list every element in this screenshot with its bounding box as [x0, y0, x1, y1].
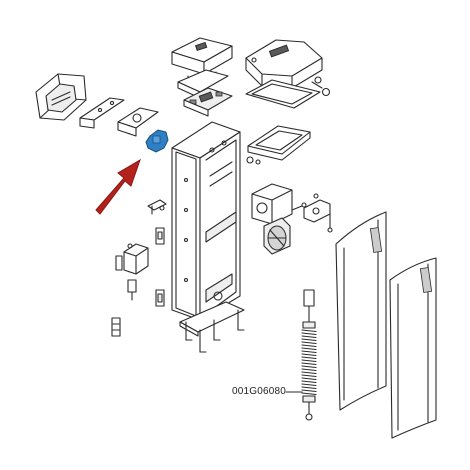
spring-coil	[301, 353, 317, 357]
control-board-box	[171, 37, 233, 117]
top-cover	[245, 39, 331, 109]
foundation-plate	[179, 301, 245, 353]
gasket-frame	[246, 125, 311, 165]
spring-coil	[301, 356, 317, 360]
capacitor	[127, 279, 137, 301]
spring-coil	[301, 350, 317, 354]
spring-coil	[301, 386, 317, 390]
fuse-holder	[155, 227, 165, 245]
spring-coil	[301, 347, 317, 351]
spring-coil	[301, 371, 317, 375]
spring-coil	[301, 383, 317, 387]
spring-coil	[301, 344, 317, 348]
spring-coil	[301, 329, 317, 333]
terminal-block-a	[155, 289, 165, 307]
pointer-arrow	[95, 158, 141, 215]
terminal-block-b	[111, 317, 121, 337]
spring-coil	[301, 380, 317, 384]
spring-coil	[301, 335, 317, 339]
spring-coil	[301, 359, 317, 363]
spring-coil	[301, 368, 317, 372]
cover-panel-left	[335, 211, 387, 411]
spring-coil	[301, 332, 317, 336]
gasket-plate	[117, 107, 159, 137]
spring-coil	[301, 362, 317, 366]
balancing-spring	[301, 289, 317, 421]
cover-panel-right	[389, 257, 437, 439]
transformer	[115, 243, 149, 275]
limit-switch-bracket	[147, 199, 167, 215]
spring-coil	[301, 377, 317, 381]
barrier-cabinet	[171, 121, 241, 321]
spring-coil	[301, 374, 317, 378]
spring-coil	[301, 392, 317, 396]
spring-coil	[301, 389, 317, 393]
mounting-bracket-strip	[79, 97, 125, 129]
spring-coil	[301, 341, 317, 345]
gearmotor	[251, 183, 307, 255]
spring-coil	[301, 338, 317, 342]
highlighted-bracket	[145, 129, 169, 153]
spring-coil	[301, 365, 317, 369]
part-number-callout: 001G06080	[232, 386, 287, 397]
lamp-housing	[35, 73, 87, 121]
limit-cam-bracket	[303, 193, 333, 233]
